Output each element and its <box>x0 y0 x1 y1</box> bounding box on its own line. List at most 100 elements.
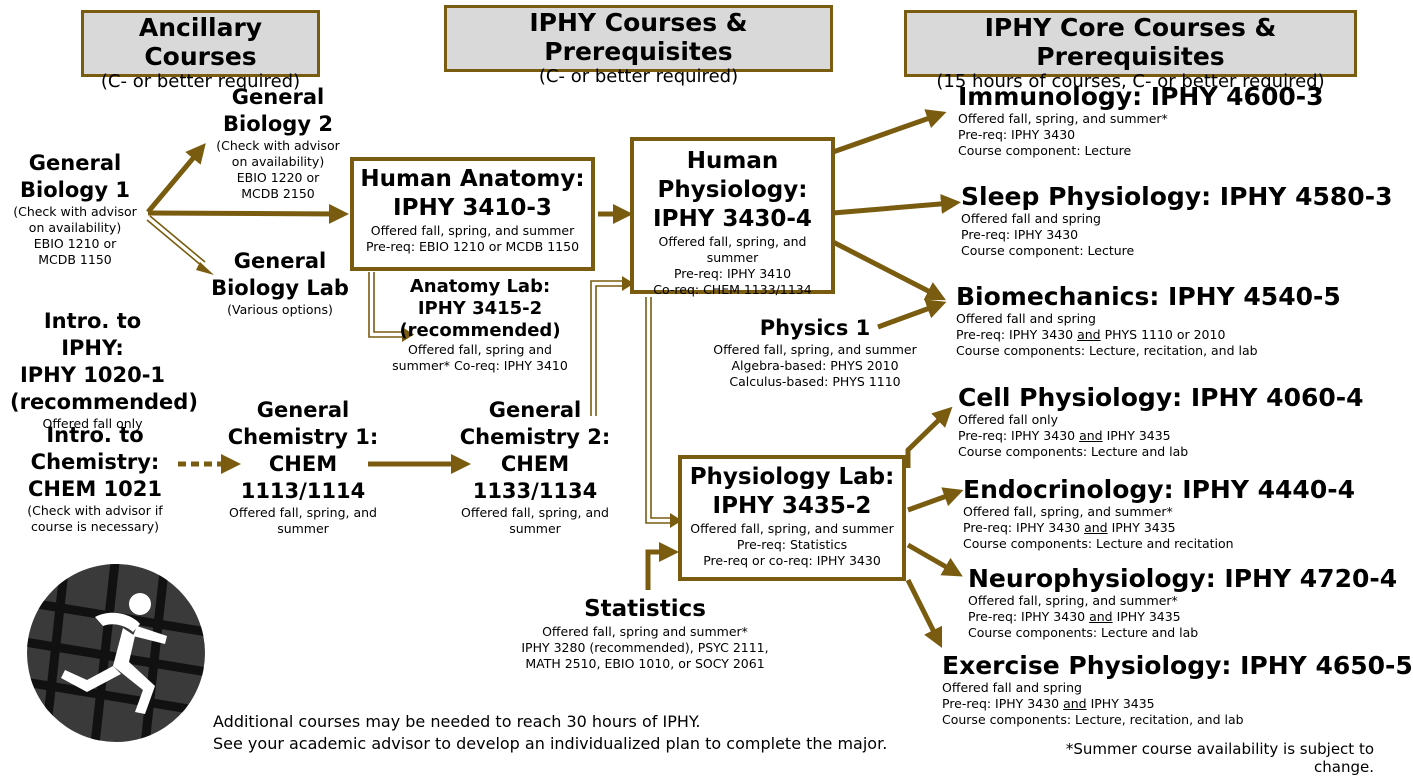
arrow-chem2-to-physiology <box>590 280 624 416</box>
physiology-title-1: Human <box>686 148 779 174</box>
arrow-anatomy-to-anatomylab <box>368 272 403 338</box>
core-course-prereq: Pre-req: IPHY 3430 <box>961 227 1079 242</box>
core-course-component: Course components: Lecture and lab <box>968 625 1199 640</box>
core-course: Cell Physiology: IPHY 4060-4 Offered fal… <box>958 383 1364 460</box>
course-general-chemistry-2: General Chemistry 2: CHEM 1133/1134 Offe… <box>450 397 620 537</box>
core-course-offered: Offered fall, spring, and summer* <box>958 111 1168 126</box>
core-course-title: Cell Physiology: IPHY 4060-4 <box>958 383 1364 412</box>
arrow-physiology-to-immunology <box>832 109 947 155</box>
gen-bio-2-desc-3: EBIO 1220 or <box>236 170 320 185</box>
core-course-component: Course components: Lecture, recitation, … <box>956 343 1258 358</box>
gen-bio-2-title-1: General <box>231 85 325 109</box>
physiology-desc-2: Pre-req: IPHY 3410 <box>673 266 792 281</box>
intro-chem-desc-2: course is necessary) <box>31 519 159 534</box>
arrow-physlab-to-endo <box>907 487 964 513</box>
core-course: Biomechanics: IPHY 4540-5 Offered fall a… <box>956 282 1341 359</box>
footer-line-1: Additional courses may be needed to reac… <box>213 712 701 731</box>
core-course: Neurophysiology: IPHY 4720-4 Offered fal… <box>968 564 1397 641</box>
arrow-physlab-to-cell <box>905 406 953 468</box>
core-course-title: Immunology: IPHY 4600-3 <box>958 82 1324 111</box>
arrow-physiology-to-sleep <box>832 193 961 216</box>
statistics-desc-1: Offered fall, spring and summer* <box>542 624 748 639</box>
phys-lab-desc-2: Pre-req: Statistics <box>736 537 848 552</box>
core-course-component: Course component: Lecture <box>958 143 1132 158</box>
intro-chem-desc-1: (Check with advisor if <box>27 503 163 518</box>
gen-chem-2-title-2: Chemistry 2: <box>459 425 611 449</box>
gen-chem-1-title-1: General <box>256 398 350 422</box>
arrow-physiology-to-physlab <box>645 297 672 524</box>
course-general-biology-2: General Biology 2 (Check with advisor on… <box>208 84 348 202</box>
course-human-anatomy: Human Anatomy: IPHY 3410-3 Offered fall,… <box>350 157 595 271</box>
statistics-desc-3: MATH 2510, EBIO 1010, or SOCY 2061 <box>525 656 765 671</box>
course-physics-1: Physics 1 Offered fall, spring, and summ… <box>700 315 930 390</box>
core-course-prereq: Pre-req: IPHY 3430 <box>958 127 1076 142</box>
physiology-desc-1: Offered fall, spring, and summer <box>658 234 807 265</box>
core-course-prereq: Pre-req: IPHY 3430 and IPHY 3435 <box>963 520 1176 535</box>
course-physiology-lab: Physiology Lab: IPHY 3435-2 Offered fall… <box>678 455 906 581</box>
physics-desc-3: Calculus-based: PHYS 1110 <box>729 374 901 389</box>
header-ancillary: Ancillary Courses (C- or better required… <box>81 10 320 92</box>
core-course-title: Sleep Physiology: IPHY 4580-3 <box>961 182 1393 211</box>
header-core-subtitle: (15 hours of courses, C- or better requi… <box>936 71 1325 92</box>
physics-desc-1: Offered fall, spring, and summer <box>713 342 917 357</box>
course-intro-to-chemistry: Intro. to Chemistry: CHEM 1021 (Check wi… <box>20 422 170 535</box>
header-iphy-title: IPHY Courses & Prerequisites <box>529 8 748 66</box>
core-course-offered: Offered fall, spring, and summer* <box>963 504 1173 519</box>
core-course-title: Endocrinology: IPHY 4440-4 <box>963 475 1355 504</box>
phys-lab-desc-1: Offered fall, spring, and summer <box>690 521 894 536</box>
core-course-prereq: Pre-req: IPHY 3430 and IPHY 3435 <box>958 428 1171 443</box>
core-course: Exercise Physiology: IPHY 4650-5 Offered… <box>942 651 1413 728</box>
footer-line-2: See your academic advisor to develop an … <box>213 734 888 753</box>
core-course-prereq: Pre-req: IPHY 3430 and IPHY 3435 <box>942 696 1155 711</box>
gen-chem-2-desc-2: summer <box>509 521 561 536</box>
physiology-title-2: Physiology: <box>657 177 808 203</box>
course-human-physiology: Human Physiology: IPHY 3430-4 Offered fa… <box>630 137 835 297</box>
header-core: IPHY Core Courses & Prerequisites (15 ho… <box>904 10 1357 92</box>
phys-lab-title-1: Physiology Lab: <box>689 464 895 490</box>
core-course-offered: Offered fall and spring <box>956 311 1096 326</box>
anatomy-lab-title-2: IPHY 3415-2 <box>417 298 543 319</box>
intro-iphy-title-2: IPHY 1020-1 <box>19 363 166 387</box>
gen-chem-1-title-3: CHEM <box>268 452 338 476</box>
intro-iphy-desc: Offered fall only <box>42 416 143 431</box>
anatomy-lab-title-3: (recommended) <box>399 320 561 341</box>
course-general-chemistry-1: General Chemistry 1: CHEM 1113/1114 Offe… <box>218 397 388 537</box>
core-course: Immunology: IPHY 4600-3 Offered fall, sp… <box>958 82 1324 159</box>
core-course-component: Course components: Lecture, recitation, … <box>942 712 1244 727</box>
core-course-offered: Offered fall only <box>958 412 1059 427</box>
phys-lab-desc-3: Pre-req or co-req: IPHY 3430 <box>703 553 881 568</box>
core-course-prereq: Pre-req: IPHY 3430 and IPHY 3435 <box>968 609 1181 624</box>
gen-chem-1-desc-1: Offered fall, spring, and <box>229 505 377 520</box>
course-statistics: Statistics Offered fall, spring and summ… <box>510 594 780 672</box>
course-general-biology-1: General Biology 1 (Check with advisor on… <box>5 150 145 268</box>
gen-bio-2-desc-4: MCDB 2150 <box>241 186 315 201</box>
gen-bio-lab-desc: (Various options) <box>227 302 333 317</box>
statistics-title: Statistics <box>584 596 706 622</box>
core-course-component: Course components: Lecture and recitatio… <box>963 536 1234 551</box>
intro-chem-title-3: CHEM 1021 <box>28 477 162 501</box>
summer-disclaimer: *Summer course availability is subject t… <box>1052 740 1374 776</box>
core-course-component: Course component: Lecture <box>961 243 1135 258</box>
gen-bio-2-desc-2: on availability) <box>231 154 325 169</box>
gen-chem-2-title-1: General <box>488 398 582 422</box>
course-general-biology-lab: General Biology Lab (Various options) <box>205 248 355 318</box>
intro-iphy-title-1: Intro. to IPHY: <box>43 309 142 360</box>
physiology-title-3: IPHY 3430-4 <box>653 206 812 232</box>
anatomy-lab-title-1: Anatomy Lab: <box>409 276 551 297</box>
anatomy-title-1: Human Anatomy: <box>360 166 585 192</box>
core-course-title: Neurophysiology: IPHY 4720-4 <box>968 564 1398 593</box>
footer-note: Additional courses may be needed to reac… <box>213 711 913 755</box>
gen-bio-1-desc-2: on availability) <box>28 220 122 235</box>
summer-disclaimer-text: *Summer course availability is subject t… <box>1065 740 1374 776</box>
gen-chem-2-desc-1: Offered fall, spring, and <box>461 505 609 520</box>
running-figure-logo-icon <box>27 564 205 742</box>
core-course-title: Biomechanics: IPHY 4540-5 <box>956 282 1341 311</box>
core-course-component: Course components: Lecture and lab <box>958 444 1189 459</box>
arrow-bio1-to-bio2 <box>146 143 206 214</box>
gen-bio-1-title-2: Biology 1 <box>20 178 130 202</box>
arrow-physics-to-biomech <box>877 299 947 330</box>
gen-bio-2-title-2: Biology 2 <box>223 112 333 136</box>
phys-lab-title-2: IPHY 3435-2 <box>712 493 872 519</box>
anatomy-title-2: IPHY 3410-3 <box>393 195 552 221</box>
intro-iphy-title-3: (recommended) <box>10 390 198 414</box>
